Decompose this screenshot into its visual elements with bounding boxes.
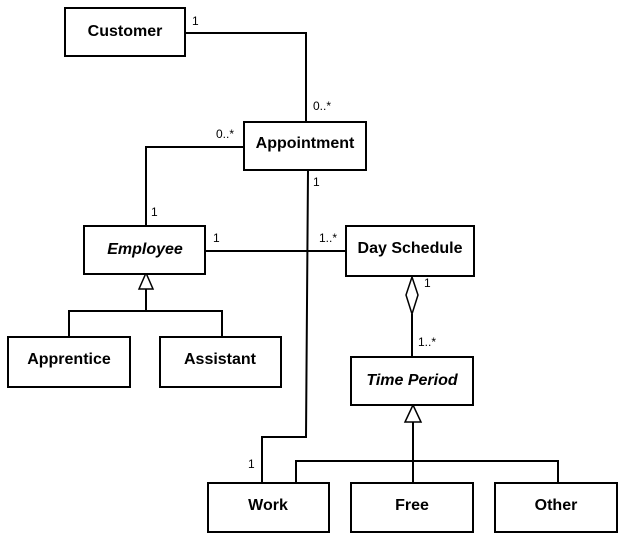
timeperiod-generalization-triangle-icon (403, 403, 423, 423)
class-assistant-name: Assistant (184, 351, 257, 368)
class-work-name: Work (248, 497, 288, 514)
class-day-schedule-name: Day Schedule (358, 240, 463, 257)
dayschedule-timeperiod-end-multiplicity: 1 (424, 276, 431, 290)
customer-appointment-association (185, 32, 307, 122)
class-free-name: Free (395, 497, 429, 514)
work-appointment-end-multiplicity: 1 (248, 457, 255, 471)
class-apprentice: Apprentice (7, 336, 131, 388)
class-appointment: Appointment (243, 121, 367, 171)
class-other: Other (494, 482, 618, 533)
employee-generalization-triangle-icon (137, 271, 155, 290)
employee-appointment-association (145, 146, 244, 226)
timeperiod-generalization-bar (295, 460, 559, 483)
appointment-customer-end-multiplicity: 0..* (313, 99, 331, 113)
aggregation-diamond-icon (405, 274, 419, 317)
class-time-period: Time Period (350, 356, 474, 406)
dayschedule-employee-end-multiplicity: 1..* (319, 231, 337, 245)
appointment-work-association (261, 170, 309, 483)
class-apprentice-name: Apprentice (27, 351, 111, 368)
class-employee: Employee (83, 225, 206, 275)
class-appointment-name: Appointment (256, 135, 355, 152)
class-work: Work (207, 482, 330, 533)
employee-dayschedule-end-multiplicity: 1 (213, 231, 220, 245)
class-day-schedule: Day Schedule (345, 225, 475, 277)
class-customer: Customer (64, 7, 186, 57)
class-assistant: Assistant (159, 336, 282, 388)
class-employee-name: Employee (107, 241, 183, 258)
class-time-period-name: Time Period (366, 372, 459, 389)
employee-generalization-bar (68, 310, 223, 337)
class-customer-name: Customer (88, 23, 163, 40)
timeperiod-dayschedule-end-multiplicity: 1..* (418, 335, 436, 349)
appointment-employee-end-multiplicity: 0..* (216, 127, 234, 141)
appointment-work-end-multiplicity: 1 (313, 175, 320, 189)
employee-appointment-end-multiplicity: 1 (151, 205, 158, 219)
customer-end-multiplicity: 1 (192, 14, 199, 28)
class-free: Free (350, 482, 474, 533)
class-other-name: Other (535, 497, 578, 514)
